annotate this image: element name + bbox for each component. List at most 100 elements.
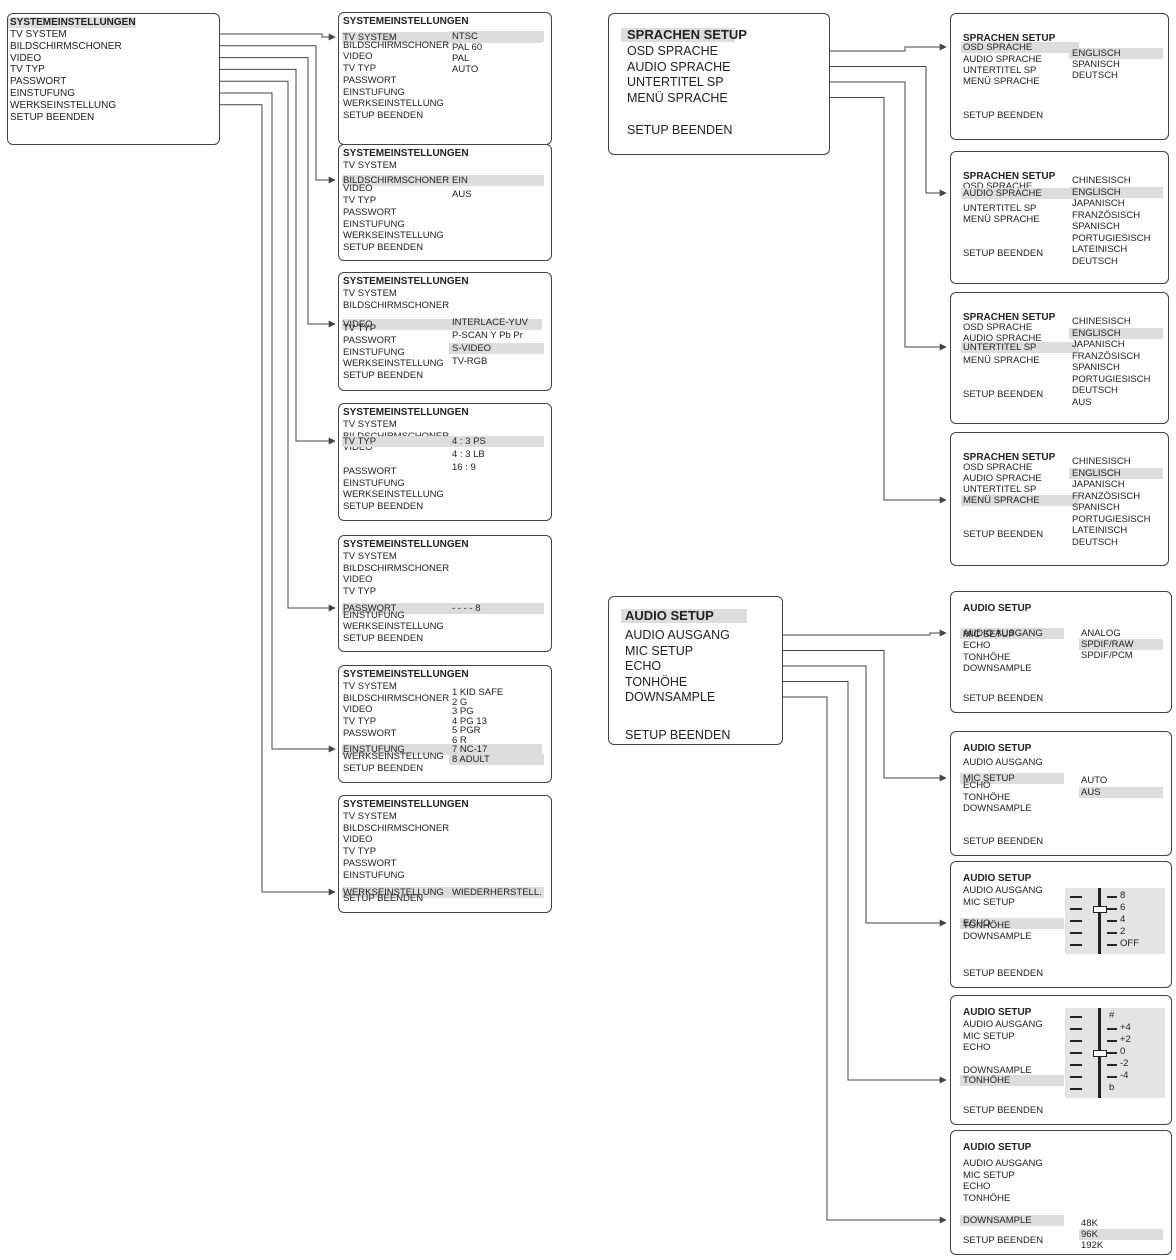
option-japanisch: JAPANISCH — [1072, 339, 1125, 350]
menu-title: SPRACHEN SETUP — [627, 27, 747, 42]
submenu-item-video: VIDEO — [343, 442, 373, 454]
menu-item-audio-ausgang: AUDIO AUSGANG — [625, 628, 730, 642]
submenu-item-untertitel-sp: UNTERTITEL SP — [963, 342, 1037, 353]
slider-left-tick — [1070, 920, 1082, 922]
option-highlight — [1079, 787, 1163, 798]
submenu-item-einstufung: EINSTUFUNG — [343, 346, 405, 358]
option-japanisch: JAPANISCH — [1072, 198, 1125, 209]
option-ein: EIN — [452, 175, 468, 186]
submenu-item-setup-beenden: SETUP BEENDEN — [343, 500, 424, 512]
option-aus: AUS — [1081, 787, 1101, 798]
submenu-item-echo: ECHO — [963, 1181, 991, 1192]
slider-label-4: +4 — [1120, 1022, 1131, 1033]
submenu-item-osd-sprache: OSD SPRACHE — [963, 462, 1033, 473]
option-chinesisch: CHINESISCH — [1072, 456, 1131, 467]
menu-item-untertitel-sp: UNTERTITEL SP — [627, 75, 724, 89]
selected-item-highlight — [342, 603, 542, 614]
option-auto: AUTO — [1081, 775, 1108, 786]
connector-arrow — [103, 92, 336, 753]
submenu-item-audio-ausgang: AUDIO AUSGANG — [963, 1019, 1043, 1030]
submenu-item-men-sprache: MENÜ SPRACHE — [963, 355, 1040, 366]
slider-left-tick — [1070, 1064, 1082, 1066]
selected-item-highlight — [342, 175, 542, 186]
submenu-item-setup-beenden: SETUP BEENDEN — [343, 892, 424, 904]
slider-right-tick — [1107, 1076, 1117, 1078]
option-4-3-lb: 4 : 3 LB — [452, 449, 485, 460]
title-highlight — [8, 17, 136, 28]
menu-item-video: VIDEO — [10, 52, 42, 64]
submenu-item-setup-beenden: SETUP BEENDEN — [343, 369, 424, 381]
option-spdif-raw: SPDIF/RAW — [1081, 639, 1134, 650]
option-interlace-yuv: INTERLACE-YUV — [452, 317, 529, 328]
submenu-item-setup-beenden: SETUP BEENDEN — [963, 529, 1044, 540]
submenu-item-setup-beenden: SETUP BEENDEN — [963, 248, 1044, 259]
submenu-item-tv-system: TV SYSTEM — [343, 681, 397, 692]
option-aus: AUS — [452, 189, 472, 200]
submenu-item-werkseinstellung: WERKSEINSTELLUNG — [343, 621, 444, 633]
option-s-video: S-VIDEO — [452, 343, 492, 354]
submenu-item-einstufung: EINSTUFUNG — [343, 477, 405, 489]
submenu-item-tv-system: TV SYSTEM — [343, 811, 397, 822]
connector-arrow — [140, 104, 336, 896]
slider-label-2: -2 — [1120, 1058, 1129, 1069]
slider-knob-icon — [1093, 1050, 1107, 1057]
submenu-item-video: VIDEO — [343, 834, 373, 846]
submenu-item-bildschirmschoner: BILDSCHIRMSCHONER — [343, 175, 450, 186]
slider-right-tick — [1107, 1040, 1117, 1042]
option-wiederherstell: WIEDERHERSTELL. — [452, 887, 542, 898]
menu-item-tv-system: TV SYSTEM — [10, 29, 67, 40]
submenu-item-audio-sprache: AUDIO SPRACHE — [963, 188, 1042, 199]
slider-left-tick — [1070, 1028, 1082, 1030]
slider-left-tick — [1070, 1040, 1082, 1042]
submenu-item-downsample: DOWNSAMPLE — [963, 1215, 1032, 1226]
slider-left-tick — [1070, 1076, 1082, 1078]
slider-right-tick — [1107, 896, 1117, 898]
selected-item-highlight — [342, 319, 542, 330]
submenu-item-mic-setup: MIC SETUP — [963, 896, 1015, 908]
slider-label-2: +2 — [1120, 1034, 1131, 1045]
submenu-item-werkseinstellung: WERKSEINSTELLUNG — [343, 489, 444, 501]
slider-label-4: -4 — [1120, 1070, 1129, 1081]
submenu-item-untertitel-sp: UNTERTITEL SP — [963, 203, 1037, 214]
submenu-item-tonh-he: TONHÖHE — [963, 1075, 1011, 1086]
submenu-item-downsample: DOWNSAMPLE — [963, 931, 1032, 942]
submenu-item-untertitel-sp: UNTERTITEL SP — [963, 65, 1037, 76]
submenu-item-tonh-he: TONHÖHE — [963, 919, 1011, 931]
menu-title: SYSTEMEINSTELLUNGEN — [10, 17, 136, 28]
submenu-item-bildschirmschoner: BILDSCHIRMSCHONER — [343, 822, 450, 834]
submenu-item-video: VIDEO — [343, 183, 373, 195]
submenu-item-audio-sprache: AUDIO SPRACHE — [963, 54, 1042, 65]
submenu-item-passwort: PASSWORT — [343, 334, 397, 346]
submenu-item-echo: ECHO — [963, 640, 991, 651]
option-5-pgr: 5 PGR — [452, 725, 481, 736]
submenu-title: SPRACHEN SETUP — [963, 171, 1056, 182]
option-englisch: ENGLISCH — [1072, 48, 1121, 59]
submenu-item-untertitel-sp: UNTERTITEL SP — [963, 484, 1037, 495]
option-spanisch: SPANISCH — [1072, 362, 1120, 373]
selected-item-highlight — [961, 495, 1079, 506]
submenu-item-setup-beenden: SETUP BEENDEN — [963, 693, 1044, 704]
submenu-item-tv-system: TV SYSTEM — [343, 419, 397, 430]
submenu-title: AUDIO SETUP — [963, 1142, 1032, 1153]
slider-label-2: 2 — [1120, 926, 1126, 937]
submenu-item-mic-setup: MIC SETUP — [963, 1030, 1015, 1042]
submenu-item-audio-ausgang: AUDIO AUSGANG — [963, 628, 1043, 639]
menu-item-tonh-he: TONHÖHE — [625, 674, 688, 689]
option-englisch: ENGLISCH — [1072, 467, 1121, 479]
option-16-9: 16 : 9 — [452, 462, 476, 473]
connector-arrow — [744, 97, 947, 504]
submenu-title: SYSTEMEINSTELLUNGEN — [343, 16, 469, 27]
menu-item-passwort: PASSWORT — [10, 76, 67, 88]
menu-item-echo: ECHO — [625, 659, 662, 673]
submenu-title: SYSTEMEINSTELLUNGEN — [343, 276, 469, 287]
menu-item-men-sprache: MENÜ SPRACHE — [627, 90, 728, 105]
submenu-item-echo: ECHO — [963, 1042, 991, 1053]
option-deutsch: DEUTSCH — [1072, 255, 1118, 267]
